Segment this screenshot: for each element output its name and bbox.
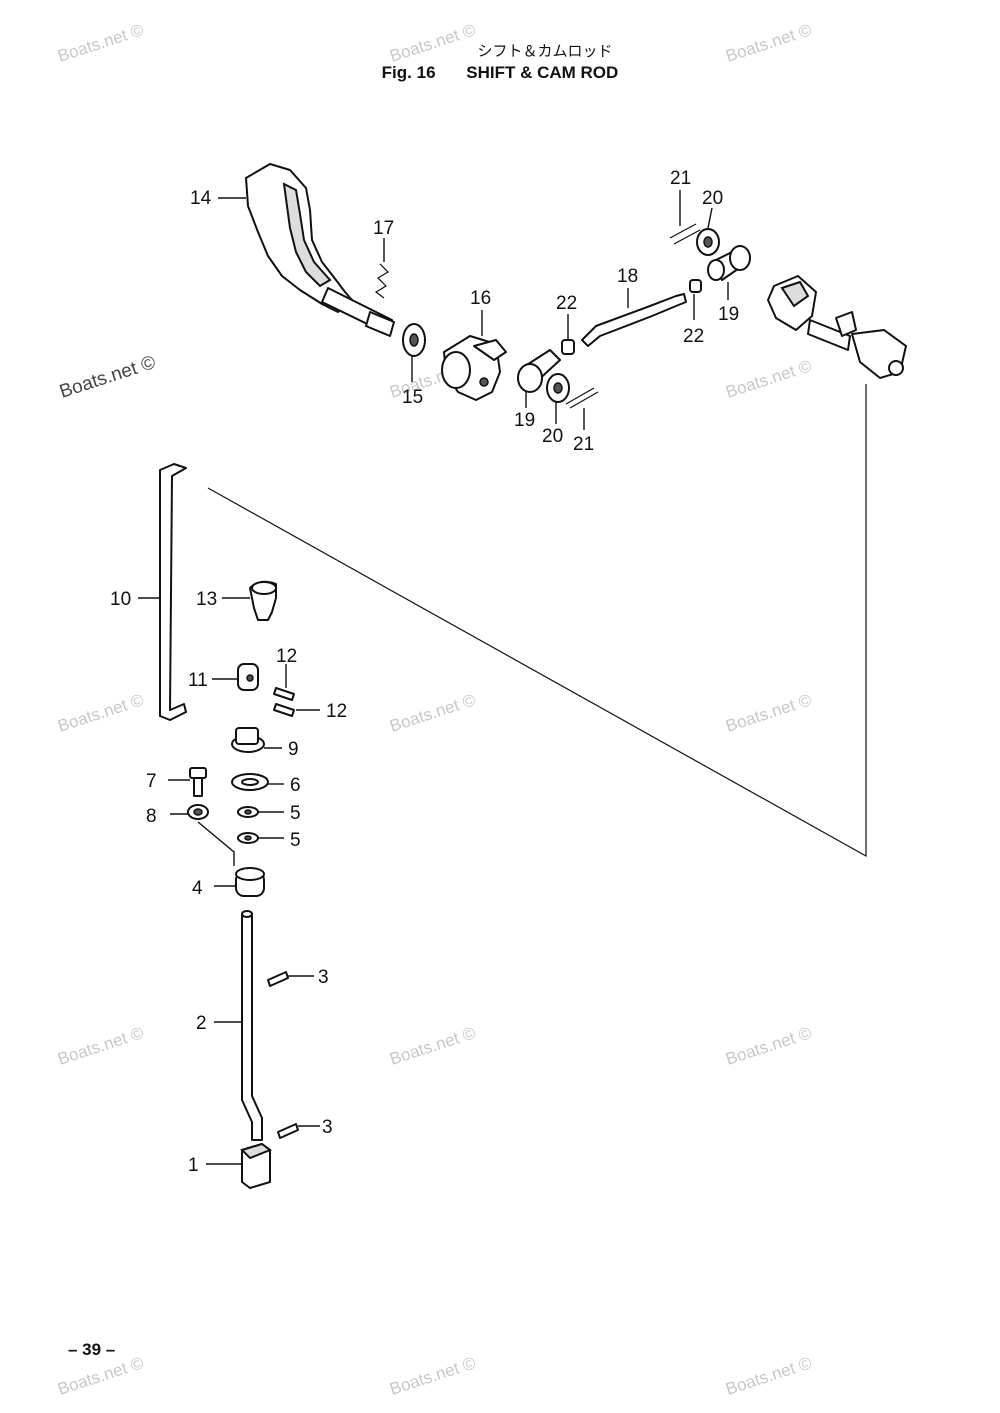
- watermark: Boats.net ©: [723, 690, 814, 736]
- seal-6: [231, 773, 284, 791]
- callout-22-right: 22: [683, 326, 704, 347]
- callout-12-top: 12: [276, 646, 297, 667]
- callout-16: 16: [470, 288, 491, 309]
- callout-14: 14: [190, 188, 212, 209]
- watermark: Boats.net ©: [723, 1353, 814, 1399]
- title-japanese: シフト＆カムロッド: [477, 42, 613, 60]
- callout-1: 1: [188, 1155, 199, 1176]
- bolt-7: [168, 767, 207, 797]
- callout-20-left: 20: [542, 426, 563, 447]
- joint-right-group: [669, 190, 751, 320]
- grommet-8: [170, 804, 235, 866]
- watermark: Boats.net ©: [723, 356, 814, 402]
- watermark: Boats.net ©: [55, 1023, 146, 1069]
- joint-left-group: [517, 314, 599, 430]
- watermark: Boats.net ©: [387, 1023, 478, 1069]
- callout-20-right: 20: [702, 188, 723, 209]
- callout-8: 8: [146, 806, 157, 827]
- callout-5-bottom: 5: [290, 830, 301, 851]
- figure-name: SHIFT & CAM ROD: [466, 63, 619, 82]
- callout-22-left: 22: [556, 293, 577, 314]
- callout-13: 13: [196, 589, 217, 610]
- watermark: Boats.net ©: [387, 1353, 478, 1399]
- callout-19-left: 19: [514, 410, 535, 431]
- callout-5-top: 5: [290, 803, 301, 824]
- shift-lever: [218, 163, 395, 337]
- bracket-16: [441, 310, 507, 401]
- watermark: Boats.net ©: [723, 20, 814, 66]
- callout-11: 11: [188, 670, 208, 691]
- callout-21-right: 21: [670, 168, 691, 189]
- callout-17: 17: [373, 218, 394, 239]
- block-1: [206, 1142, 273, 1189]
- clip-17: [374, 238, 389, 299]
- figure-title: Fig. 16 SHIFT & CAM ROD: [0, 63, 1000, 83]
- assembly-line: [207, 384, 867, 858]
- cam-assembly: [767, 275, 907, 379]
- shift-rod-2: [214, 910, 263, 1141]
- washers-5: [237, 806, 284, 844]
- callout-15: 15: [402, 387, 423, 408]
- callout-21-left: 21: [573, 434, 594, 455]
- callout-6: 6: [290, 775, 301, 796]
- joint-11: [212, 663, 259, 691]
- watermark: Boats.net ©: [55, 20, 146, 66]
- pins-3: [267, 971, 320, 1139]
- callout-12-bottom: 12: [326, 701, 347, 722]
- callout-7: 7: [146, 771, 157, 792]
- callout-2: 2: [196, 1013, 207, 1034]
- figure-number: Fig. 16: [381, 63, 436, 82]
- callout-3-bottom: 3: [322, 1117, 333, 1138]
- watermark: Boats.net ©: [55, 690, 146, 736]
- rod-18: [581, 288, 687, 347]
- page-number: – 39 –: [68, 1340, 116, 1359]
- callout-18: 18: [617, 266, 638, 287]
- bushing-4: [214, 867, 265, 897]
- watermark: Boats.net ©: [57, 352, 158, 403]
- callout-10: 10: [110, 589, 131, 610]
- watermark: Boats.net ©: [387, 690, 478, 736]
- plug-9: [231, 727, 282, 753]
- bushing-13: [222, 580, 277, 621]
- watermark: Boats.net ©: [723, 1023, 814, 1069]
- washer-15: [402, 323, 426, 382]
- callout-3-top: 3: [318, 967, 329, 988]
- pins-12: [273, 664, 320, 717]
- rod-10: [138, 463, 187, 721]
- watermark: Boats.net ©: [387, 20, 478, 66]
- callout-19-right: 19: [718, 304, 739, 325]
- callout-labels: 14 17 16 15 18 22 19 20 21 21 20 19 22 1…: [110, 168, 739, 1176]
- callout-9: 9: [288, 739, 299, 760]
- callout-4: 4: [192, 878, 203, 899]
